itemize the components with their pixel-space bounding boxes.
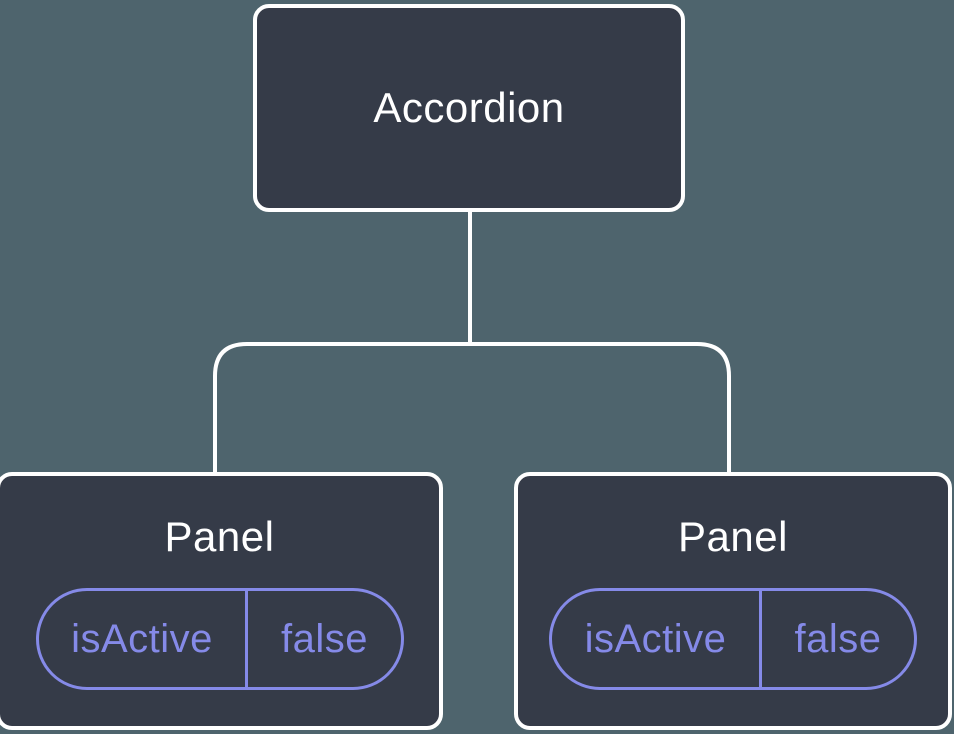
state-pill: isActive false (35, 588, 404, 690)
state-key-cell: isActive (39, 591, 249, 687)
accordion-node: Accordion (253, 4, 685, 212)
panel-node-left: Panel isActive false (0, 472, 443, 730)
state-key-label: isActive (584, 616, 727, 661)
state-key-label: isActive (71, 616, 213, 661)
panel-node-label: Panel (164, 513, 275, 560)
state-key-cell: isActive (552, 591, 762, 687)
panel-node-label: Panel (678, 513, 788, 560)
state-value-cell: false (762, 591, 914, 687)
state-value-cell: false (248, 591, 400, 687)
panel-node-right: Panel isActive false (514, 472, 952, 730)
accordion-node-label: Accordion (373, 84, 565, 131)
state-pill: isActive false (549, 588, 917, 690)
state-value-label: false (280, 616, 368, 661)
state-value-label: false (794, 616, 882, 661)
children-bracket-line (213, 342, 731, 472)
